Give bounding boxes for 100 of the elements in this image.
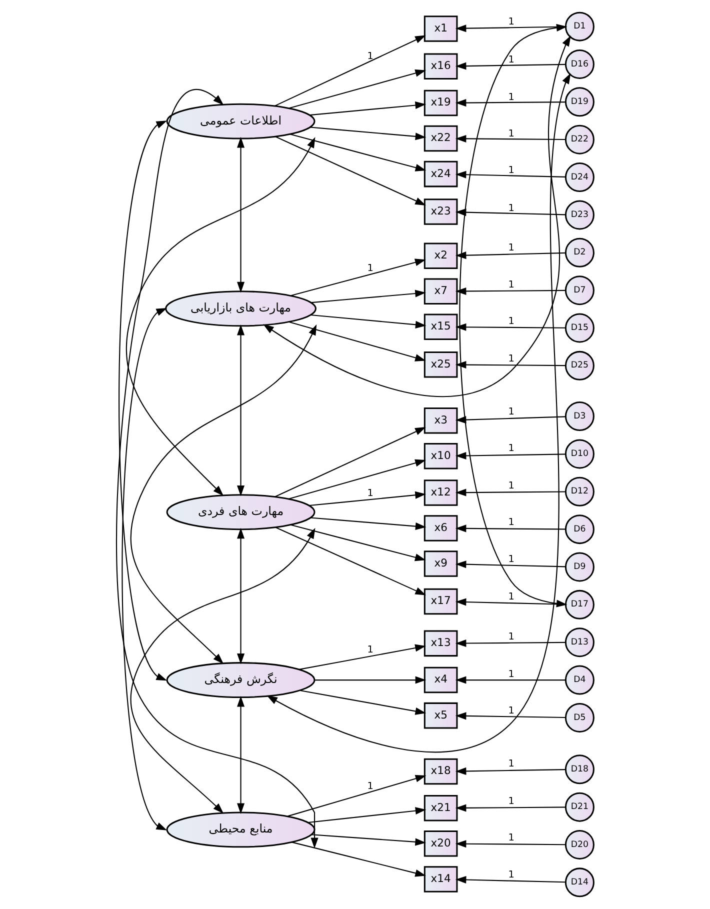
edge-label: 1 <box>508 442 514 454</box>
node-circle: D12 <box>564 476 594 506</box>
node-circle: D25 <box>564 350 594 380</box>
node-box: x14 <box>424 866 458 892</box>
arrow <box>308 807 426 823</box>
node-circle: D3 <box>564 402 594 432</box>
edge-label: 1 <box>508 706 514 717</box>
node-circle: D19 <box>564 87 594 117</box>
edge-label: 1 <box>508 592 514 603</box>
arrow <box>312 834 426 846</box>
arrow <box>300 690 426 715</box>
edge-label: 1 <box>508 279 514 290</box>
arrow <box>455 676 566 684</box>
node-box: x1 <box>424 16 458 42</box>
arrow <box>310 126 426 140</box>
node-circle: D9 <box>564 552 594 582</box>
node-box: x18 <box>424 758 458 785</box>
node-ellipse: منابع محیطی <box>166 812 316 848</box>
node-box: x20 <box>424 830 458 857</box>
arrow <box>455 804 566 812</box>
node-circle: D21 <box>564 792 594 822</box>
arrow <box>455 712 566 720</box>
arrow <box>130 528 316 814</box>
arrow <box>455 134 566 142</box>
node-box: x5 <box>424 702 458 729</box>
node-box: x22 <box>424 125 458 152</box>
node-ellipse: مهارت های فردی <box>166 494 316 530</box>
node-box: x17 <box>424 588 458 615</box>
arrow <box>237 136 245 293</box>
edge-label: 1 <box>508 758 514 770</box>
node-box: x24 <box>424 160 458 188</box>
edge-label: 1 <box>508 631 514 642</box>
node-circle: D5 <box>564 702 594 732</box>
arrow <box>288 774 426 817</box>
edge-label: 1 <box>508 796 514 808</box>
node-ellipse: مهارت های بازاریابی <box>165 290 316 327</box>
node-box: x16 <box>424 53 458 80</box>
node-box: x9 <box>424 550 458 577</box>
node-circle: D16 <box>564 50 594 79</box>
node-circle: D22 <box>564 124 594 154</box>
node-circle: D2 <box>564 238 594 268</box>
arrow <box>455 524 566 532</box>
node-ellipse: نگرش فرهنگی <box>166 662 316 698</box>
arrow <box>266 73 571 752</box>
arrow <box>311 290 426 304</box>
arrow <box>455 252 566 260</box>
arrow <box>116 90 318 849</box>
edge-label: 1 <box>508 54 514 66</box>
edge-label: 1 <box>508 480 514 492</box>
arrow <box>274 426 426 498</box>
arrow <box>290 524 426 562</box>
node-circle: D1 <box>564 12 594 42</box>
edge-label: 1 <box>508 316 514 327</box>
arrow <box>126 137 316 496</box>
edge-label: 1 <box>508 869 514 880</box>
node-box: x23 <box>424 198 458 225</box>
edge-label: 1 <box>508 406 514 418</box>
node-box: x12 <box>424 480 458 506</box>
arrow <box>275 136 426 206</box>
node-circle: D14 <box>564 868 594 898</box>
edge-label: 1 <box>367 780 374 792</box>
arrow <box>310 314 426 328</box>
node-box: x6 <box>424 515 458 542</box>
arrow <box>288 459 426 500</box>
node-circle: D15 <box>564 313 594 343</box>
edge-label: 1 <box>367 263 374 274</box>
arrow <box>314 676 426 684</box>
arrow <box>130 324 317 664</box>
node-circle: D17 <box>564 590 594 620</box>
arrow <box>455 62 566 70</box>
node-circle: D20 <box>564 830 594 860</box>
arrow <box>276 526 426 596</box>
node-circle: D6 <box>564 514 594 544</box>
arrow <box>455 170 566 178</box>
arrow <box>237 528 245 664</box>
arrow <box>288 321 426 362</box>
arrow <box>455 452 566 460</box>
arrow <box>455 840 566 848</box>
edge-label: 1 <box>508 242 514 254</box>
arrow <box>459 24 568 608</box>
arrow <box>289 69 426 109</box>
node-box: x21 <box>424 795 458 822</box>
node-box: x2 <box>424 242 458 269</box>
node-box: x19 <box>424 90 458 116</box>
arrow <box>455 639 566 648</box>
node-circle: D24 <box>564 162 594 192</box>
arrow <box>292 842 426 877</box>
edge-label: 1 <box>508 554 514 565</box>
arrow <box>455 560 566 568</box>
node-box: x4 <box>424 666 458 694</box>
edge-label: 1 <box>508 354 514 365</box>
node-ellipse: اطلاعات عمومی <box>166 103 316 140</box>
arrow <box>310 102 426 116</box>
edge-label: 1 <box>508 165 514 176</box>
arrow <box>310 517 426 530</box>
node-box: x10 <box>424 442 458 470</box>
node-circle: D23 <box>564 200 594 230</box>
arrow <box>274 35 426 106</box>
arrow <box>299 644 426 670</box>
node-box: x15 <box>424 314 458 340</box>
